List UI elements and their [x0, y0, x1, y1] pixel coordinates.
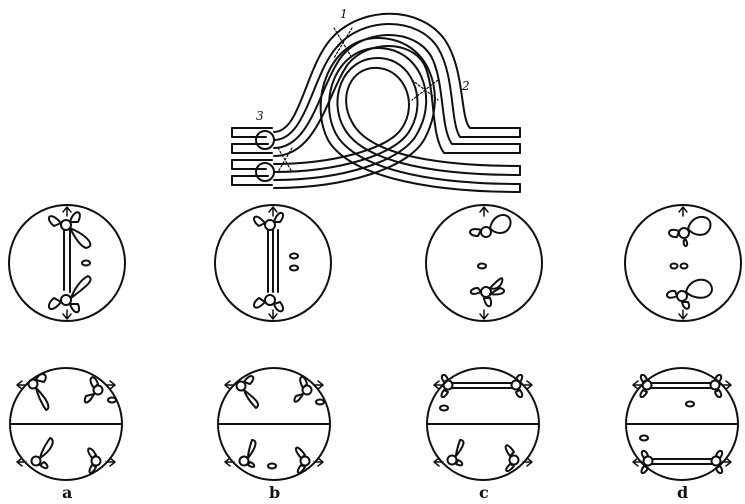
cell-b-second-division [218, 368, 330, 480]
cell-d-second-division [626, 368, 738, 480]
cell-d-first-division [625, 205, 741, 321]
panel-label-c: c [479, 483, 489, 502]
crossover-label-3: 3 [256, 109, 264, 123]
cell-a-second-division [10, 368, 122, 480]
left-strand-stubs [232, 128, 272, 185]
centromere-2 [256, 163, 274, 181]
centromere-1 [256, 131, 274, 149]
cell-b-first-division [215, 205, 331, 321]
panel-label-a: a [62, 483, 72, 502]
cell-c-second-division [427, 368, 539, 480]
cell-c-first-division [426, 205, 542, 321]
panel-label-b: b [269, 483, 280, 502]
crossover-label-1: 1 [340, 7, 348, 21]
cell-a-first-division [9, 205, 125, 321]
crossover-label-2: 2 [461, 79, 470, 93]
loop-strands [274, 38, 520, 192]
chromosome-loop-diagram [232, 14, 520, 192]
panel-label-d: d [677, 483, 688, 502]
crossover-3 [278, 148, 292, 172]
